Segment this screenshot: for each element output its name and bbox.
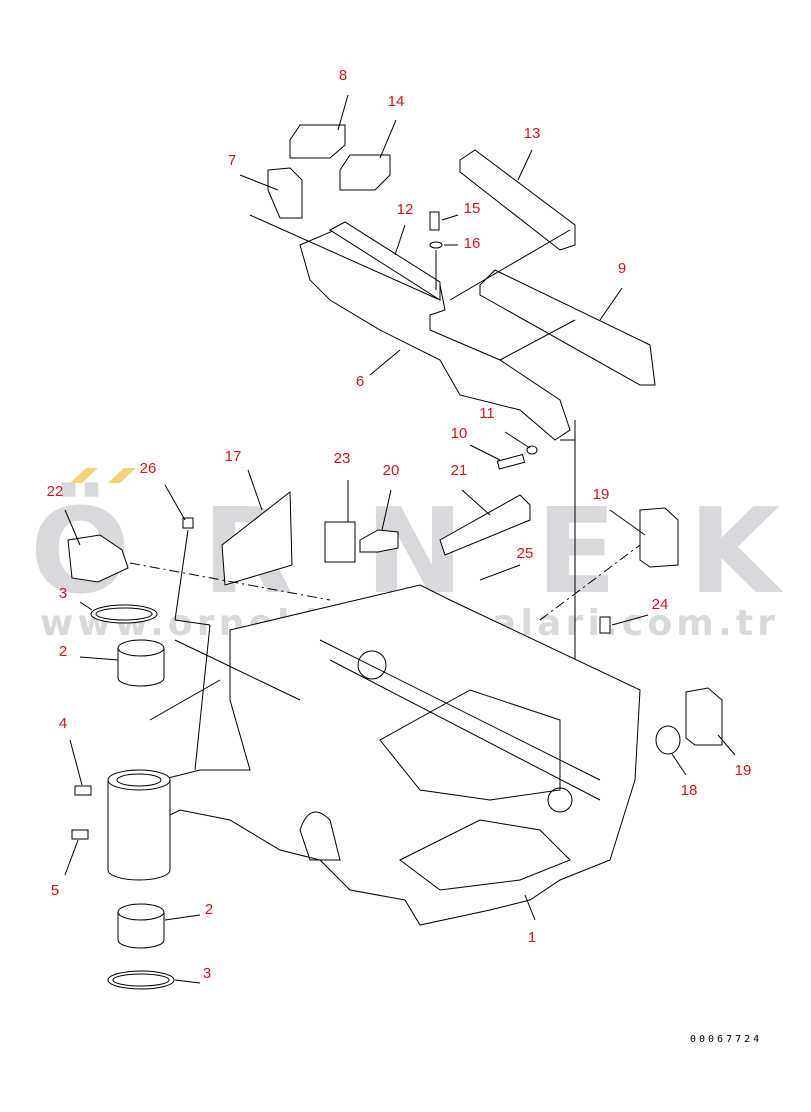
callout-14: 14 — [388, 93, 405, 110]
callout-labels: 8 14 13 7 12 15 16 9 6 11 10 17 23 20 21… — [47, 67, 752, 982]
callout-2: 2 — [59, 643, 67, 660]
callout-12: 12 — [397, 201, 414, 218]
callout-17: 17 — [225, 448, 242, 465]
callout-21: 21 — [451, 462, 468, 479]
callout-9: 9 — [618, 260, 626, 277]
upper-covers — [249, 124, 656, 441]
callout-1: 1 — [528, 929, 536, 946]
callout-16: 16 — [464, 235, 481, 252]
callout-24: 24 — [652, 596, 669, 613]
leader-lines — [64, 94, 736, 984]
callout-6: 6 — [356, 373, 364, 390]
drawing-code: 00067724 — [690, 1034, 762, 1045]
swing-post — [71, 604, 175, 990]
callout-19b: 19 — [735, 762, 752, 779]
callout-10: 10 — [451, 425, 468, 442]
callout-3: 3 — [59, 585, 67, 602]
revolving-frame — [149, 584, 641, 926]
callout-23: 23 — [334, 450, 351, 467]
callout-7: 7 — [228, 152, 236, 169]
callout-20: 20 — [383, 462, 400, 479]
callout-2b: 2 — [205, 901, 213, 918]
callout-18: 18 — [681, 782, 698, 799]
callout-19: 19 — [593, 486, 610, 503]
callout-13: 13 — [524, 125, 541, 142]
callout-3b: 3 — [203, 965, 211, 982]
callout-8: 8 — [339, 67, 347, 84]
callout-11: 11 — [479, 405, 495, 422]
callout-25: 25 — [517, 545, 534, 562]
middle-parts — [67, 490, 723, 771]
callout-15: 15 — [464, 200, 481, 217]
callout-4: 4 — [59, 715, 67, 732]
callout-22: 22 — [47, 483, 64, 500]
callout-5: 5 — [51, 882, 59, 899]
callout-26: 26 — [140, 460, 157, 477]
